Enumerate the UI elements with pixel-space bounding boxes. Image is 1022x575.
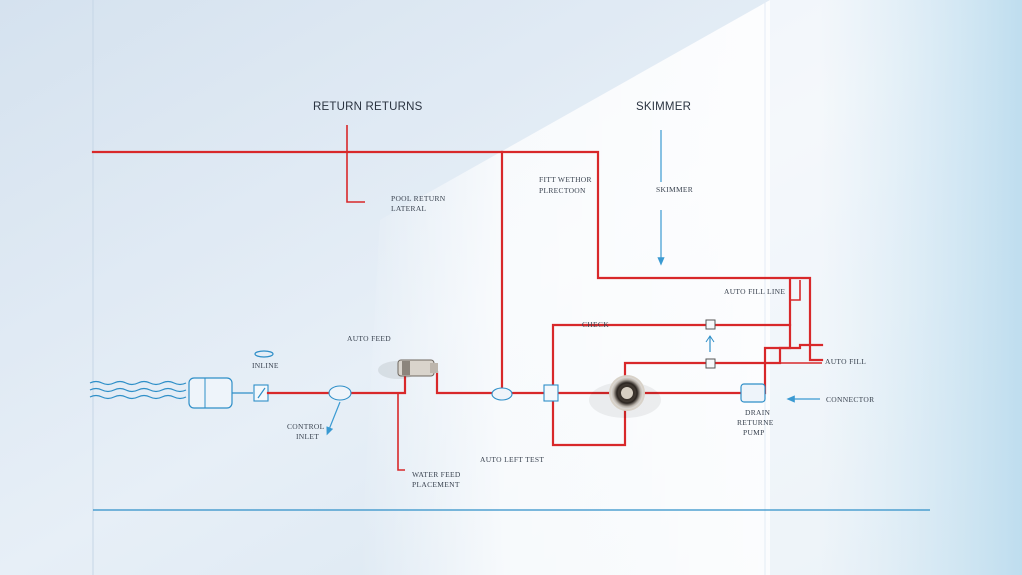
water-feed-drop <box>397 393 405 471</box>
water-feed-label-2: PLACEMENT <box>412 480 460 489</box>
components <box>328 319 766 418</box>
control-inlet-arrow <box>326 401 341 436</box>
inline-label: INLINE <box>252 361 279 370</box>
feed-pipe-left <box>266 368 407 395</box>
water-waves <box>89 380 187 400</box>
drain-pump-label-1: DRAIN <box>745 408 771 417</box>
return-returns-label: RETURN RETURNS <box>313 101 423 113</box>
auto-left-fitting <box>491 387 513 401</box>
skimmer-label: SKIMMER <box>636 101 691 113</box>
filter-inlet-label-2: INLET <box>296 432 319 441</box>
red-pipe-network <box>91 125 824 471</box>
skimmer-vertical-label: SKIMMER <box>656 185 693 194</box>
fitting-direction-label-2: PLRECTOON <box>539 186 586 195</box>
union-upper <box>705 319 716 330</box>
check-label: CHECK <box>582 320 609 329</box>
return-lateral-pipe <box>346 125 365 203</box>
light-patch <box>360 0 770 575</box>
auto-feed-label: AUTO FEED <box>347 334 391 343</box>
connector-label: CONNECTOR <box>826 395 874 404</box>
auto-left-test-label: AUTO LEFT TEST <box>480 455 544 464</box>
drain-pump-label-2: RETURNE <box>737 418 774 427</box>
pool-return-line-label-2: LATERAL <box>391 204 427 213</box>
control-inlet-fitting <box>328 385 352 401</box>
check-valve-body <box>543 384 559 402</box>
drain-pump-body <box>740 383 766 403</box>
auto-fill-right-label: AUTO FILL <box>825 357 866 366</box>
return-main-pipe <box>91 150 824 362</box>
inline-valve <box>253 350 274 402</box>
auto-fill-line-label: AUTO FILL LINE <box>724 287 785 296</box>
water-feed-label-1: WATER FEED <box>412 470 461 479</box>
filter-inlet-label-1: CONTROL <box>287 422 325 431</box>
auto-fill-riser <box>789 280 801 325</box>
pool-return-line-label-1: POOL RETURN <box>391 194 446 203</box>
pool-water <box>820 0 1022 575</box>
filter-tank <box>188 377 253 409</box>
fitting-direction-label-1: FITT WETHOR <box>539 175 592 184</box>
union-lower <box>705 358 716 369</box>
drain-pump-label-3: PUMP <box>743 428 765 437</box>
